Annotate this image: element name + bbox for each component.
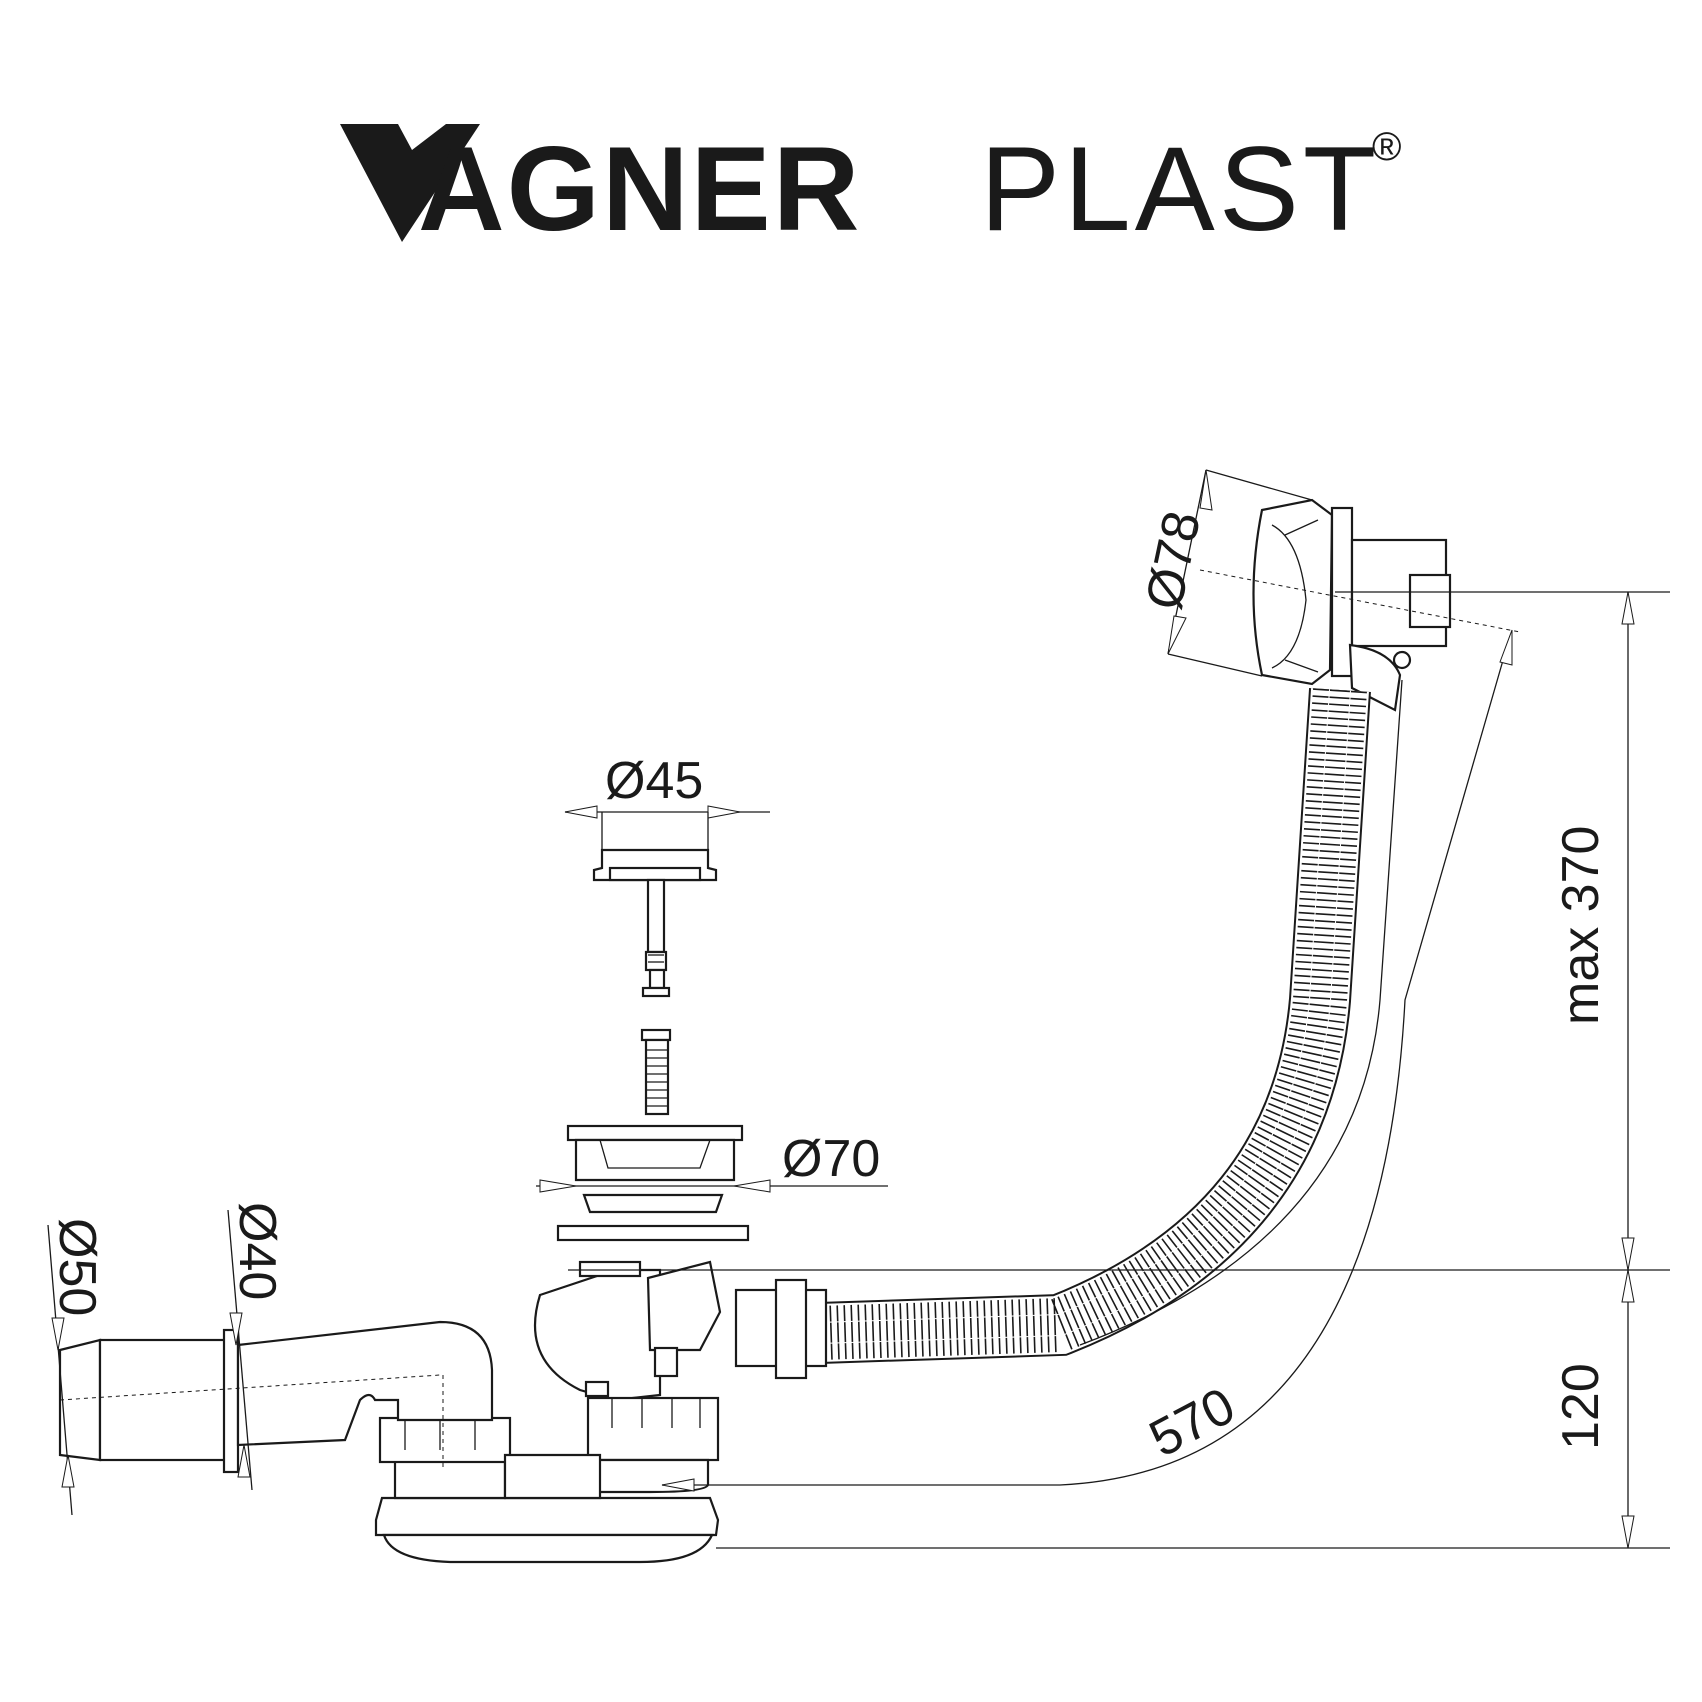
label-diameter-40: Ø40	[228, 1202, 286, 1300]
corrugated-hose	[758, 679, 1403, 1366]
logo-text-light: PLAST	[980, 122, 1380, 256]
logo-text-bold: AGNER	[418, 122, 861, 256]
pop-up-plug	[592, 848, 718, 998]
outlet-pipe	[58, 1320, 494, 1474]
overflow-head	[1199, 498, 1521, 712]
logo-mark-icon	[340, 124, 480, 242]
brand-logo: AGNER PLAST ®	[340, 122, 1401, 256]
label-max-370: max 370	[1552, 826, 1610, 1025]
label-diameter-70: Ø70	[782, 1130, 880, 1188]
label-diameter-45: Ø45	[605, 752, 703, 810]
registered-mark: ®	[1372, 125, 1401, 169]
outlet-strainer	[556, 1124, 750, 1242]
dimension-lines	[47, 469, 1670, 1549]
label-570: 570	[1140, 1377, 1244, 1469]
label-120: 120	[1552, 1363, 1610, 1450]
label-diameter-78: Ø78	[1135, 506, 1212, 614]
label-diameter-50: Ø50	[48, 1218, 106, 1316]
spindle-screw	[640, 1028, 672, 1116]
trap-body	[374, 1260, 828, 1564]
